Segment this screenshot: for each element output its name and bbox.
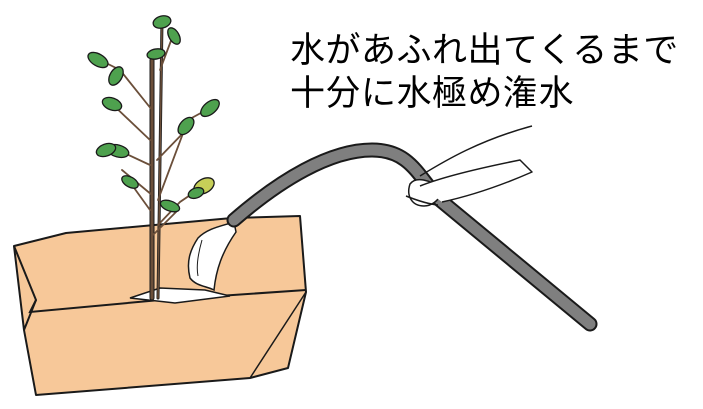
leaf — [167, 27, 181, 45]
instruction-caption: 水があふれ出てくるまで 十分に水極め潅水 — [290, 30, 679, 116]
leaf — [101, 96, 123, 112]
leaf — [146, 48, 166, 60]
leaf — [95, 142, 117, 158]
planting-hole — [129, 287, 231, 304]
soil-mound — [13, 215, 307, 396]
leaf — [200, 98, 220, 118]
sapling-leaves — [87, 15, 220, 213]
caption-line-1: 水があふれ出てくるまで — [290, 31, 679, 71]
leaf — [177, 116, 195, 136]
caption-line-2: 十分に水極め潅水 — [290, 74, 575, 114]
water-splash-line — [196, 239, 203, 277]
water-splash — [187, 221, 237, 292]
leaf — [159, 199, 181, 213]
leaf — [187, 186, 205, 200]
leaf — [108, 66, 124, 86]
leaf — [121, 175, 139, 189]
leaf — [152, 15, 172, 29]
hand — [405, 125, 533, 207]
leaf — [87, 51, 109, 69]
